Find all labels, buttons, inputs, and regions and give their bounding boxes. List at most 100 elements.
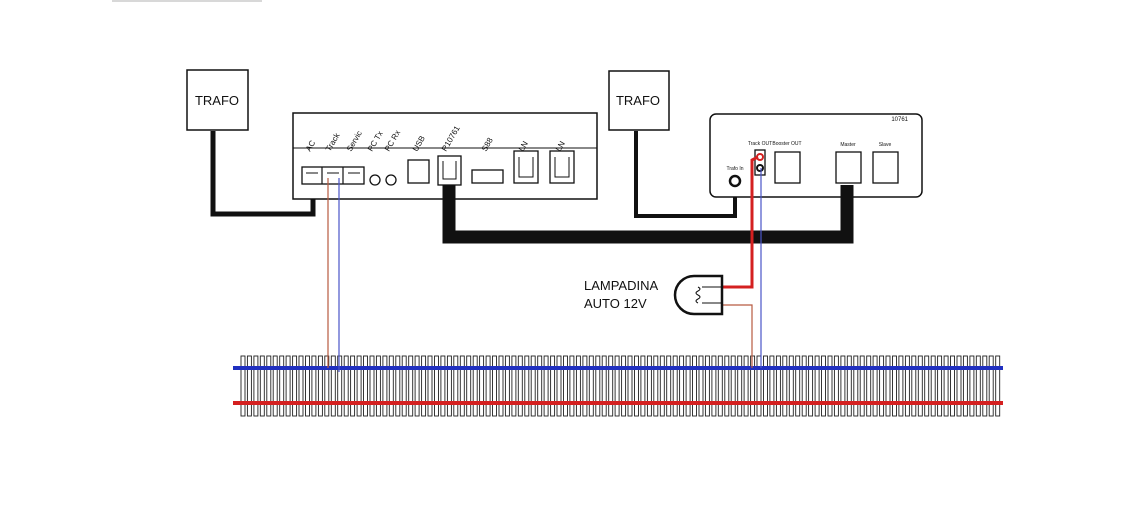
track-sleeper <box>530 355 536 417</box>
slave-socket <box>872 151 899 184</box>
track-sleeper <box>582 355 588 417</box>
pc-rx-connector <box>385 174 397 186</box>
track-sleeper <box>608 355 614 417</box>
track-sleeper <box>737 355 743 417</box>
track-sleeper <box>595 355 601 417</box>
track-sleeper <box>498 355 504 417</box>
track-sleeper <box>827 355 833 417</box>
track-sleeper <box>969 355 975 417</box>
track-sleeper <box>962 355 968 417</box>
bus-cable <box>442 185 854 244</box>
track-sleeper <box>743 355 749 417</box>
slave-label: Slave <box>879 142 892 148</box>
track-sleeper <box>756 355 762 417</box>
track-sleeper <box>911 355 917 417</box>
track-sleeper <box>956 355 962 417</box>
track-sleeper <box>853 355 859 417</box>
track-sleeper <box>821 355 826 417</box>
track-sleeper <box>292 355 298 417</box>
track-sleeper <box>846 355 852 417</box>
track-sleeper <box>356 355 362 417</box>
track-sleeper <box>995 355 1001 417</box>
track-sleeper <box>330 355 336 417</box>
lamp-label-line1: LAMPADINA <box>584 278 658 293</box>
track-sleeper <box>453 355 459 417</box>
track-sleeper <box>634 355 639 417</box>
track-sleeper <box>550 355 556 417</box>
track-sleeper <box>337 355 343 417</box>
ln-socket-1 <box>513 150 539 184</box>
ln-socket-1-inner <box>518 157 534 178</box>
track-sleeper <box>917 355 923 417</box>
booster-box <box>709 113 923 198</box>
track-sleeper <box>479 355 485 417</box>
track-sleeper <box>485 355 491 417</box>
ln-socket-2-inner <box>554 157 570 178</box>
track-sleeper <box>466 355 472 417</box>
track-sleeper <box>246 355 252 417</box>
track-sleeper <box>350 355 356 417</box>
track-sleeper <box>375 355 381 417</box>
pc-tx-connector <box>369 174 381 186</box>
track-sleeper <box>795 355 801 417</box>
track-sleeper <box>788 355 794 417</box>
booster-model: 10761 <box>891 117 908 123</box>
track-sleeper <box>343 355 349 417</box>
track-sleeper <box>266 355 272 417</box>
track-sleeper <box>459 355 465 417</box>
track-sleeper <box>311 355 317 417</box>
track-sleeper <box>446 355 452 417</box>
trafo-right-cable <box>634 131 737 218</box>
track-sleeper <box>704 355 710 417</box>
track-sleeper <box>930 355 936 417</box>
track-sleeper <box>259 355 265 417</box>
track-sleeper <box>950 355 955 417</box>
track-sleeper <box>363 355 368 417</box>
track-sleeper <box>614 355 620 417</box>
track-sleeper <box>982 355 988 417</box>
track-sleeper <box>492 355 497 417</box>
trafo-right-box <box>608 70 670 131</box>
r10761-socket-inner <box>442 161 457 180</box>
track-sleeper <box>382 355 388 417</box>
track-out-black-screw <box>756 164 764 172</box>
track-sleeper <box>408 355 414 417</box>
track-sleeper <box>866 355 872 417</box>
track-sleeper <box>659 355 665 417</box>
track-sleeper <box>253 355 259 417</box>
track-out-terminal <box>754 149 766 176</box>
track-sleeper <box>601 355 607 417</box>
track-sleeper <box>943 355 949 417</box>
track-sleeper <box>672 355 678 417</box>
track-sleeper <box>653 355 659 417</box>
track-sleeper <box>730 355 736 417</box>
s88-connector <box>471 169 504 184</box>
ln-socket-2 <box>549 150 575 184</box>
track-sleeper <box>511 355 517 417</box>
track-sleeper <box>711 355 717 417</box>
track-sleeper <box>504 355 510 417</box>
lamp-label-line2: AUTO 12V <box>584 296 647 311</box>
track-sleeper <box>988 355 994 417</box>
track-sleeper <box>414 355 420 417</box>
track-sleeper <box>666 355 672 417</box>
track-sleeper <box>395 355 401 417</box>
track-sleeper <box>324 355 330 417</box>
track-sleeper <box>272 355 278 417</box>
track-sleeper <box>640 355 646 417</box>
track-sleeper <box>588 355 594 417</box>
track-sleeper <box>388 355 394 417</box>
track-sleeper <box>434 355 439 417</box>
track-sleeper <box>569 355 575 417</box>
track-sleeper <box>975 355 981 417</box>
track-sleeper <box>279 355 285 417</box>
track-sleeper <box>369 355 375 417</box>
track-sleeper <box>840 355 846 417</box>
track-sleeper <box>698 355 704 417</box>
track-sleeper <box>679 355 685 417</box>
track-sleeper <box>621 355 627 417</box>
track-sleeper <box>763 355 768 417</box>
lamp-return-wire <box>723 304 753 368</box>
track-sleeper <box>859 355 865 417</box>
